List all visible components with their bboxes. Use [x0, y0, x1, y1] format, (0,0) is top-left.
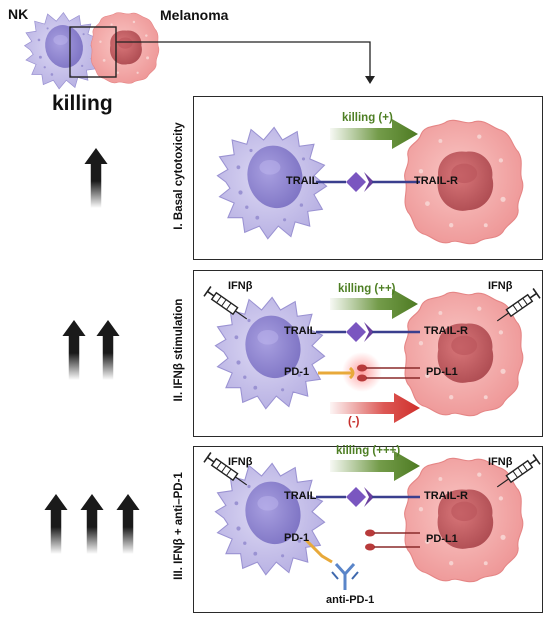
trail-label-1: TRAIL — [286, 175, 319, 187]
trail-ligand-1 — [346, 172, 366, 192]
melanoma-label: Melanoma — [160, 7, 229, 23]
ifn-left-label-3: IFNβ — [228, 456, 253, 468]
pd1-label-3: PD-1 — [284, 532, 310, 544]
up-arrow-icon — [96, 320, 120, 380]
pd1-stalk-3 — [304, 538, 333, 564]
trail-r-label-2: TRAIL-R — [424, 325, 468, 337]
ifn-left-label-2: IFNβ — [228, 280, 253, 292]
killing-arrow-2 — [330, 289, 418, 319]
killing-label-3: killing (+++) — [336, 445, 401, 457]
ifn-right-label-2: IFNβ — [488, 280, 513, 292]
killing-arrow-3 — [330, 451, 420, 481]
trail-r-label-3: TRAIL-R — [424, 490, 468, 502]
killing-label-1: killing (+) — [342, 112, 393, 124]
pdl1-lobe-3b — [365, 543, 375, 551]
antibody-icon — [331, 562, 359, 590]
arrow-group-3 — [44, 494, 140, 554]
panel-1-side-label: I. Basal cytotoxicity — [173, 122, 185, 230]
pdl1-label-3: PD-L1 — [426, 533, 458, 545]
pdl1-label-2: PD-L1 — [426, 366, 458, 378]
pd1-label-2: PD-1 — [284, 366, 310, 378]
antibody-label-3: anti-PD-1 — [326, 594, 375, 606]
trail-label-3: TRAIL — [284, 490, 317, 502]
trail-r-label-1: TRAIL-R — [414, 175, 458, 187]
killing-heading: killing — [52, 92, 113, 115]
up-arrow-icon — [62, 320, 86, 380]
header-melanoma-cell — [90, 12, 160, 84]
trail-ligand-3 — [346, 487, 366, 507]
arrow-group-2 — [62, 320, 120, 380]
killing-label-2: killing (++) — [338, 283, 396, 295]
pdl1-lobe-3a — [365, 529, 375, 537]
header-illustration — [24, 12, 375, 90]
arrow-group-1 — [84, 148, 108, 208]
panel-ifn-anti-pd1 — [193, 446, 543, 613]
inhibition-arrow-2 — [330, 393, 420, 423]
zoom-connector-arrowhead — [365, 76, 375, 84]
trail-receptor-head-2 — [364, 322, 374, 342]
up-arrow-icon — [80, 494, 104, 554]
panel-2-side-label: II. IFNβ stimulation — [173, 298, 185, 402]
ifn-right-label-3: IFNβ — [488, 456, 513, 468]
pd1-pdl1-glow — [342, 352, 382, 392]
panel-3-side-label: III. IFNβ + anti–PD-1 — [173, 472, 185, 580]
up-arrow-icon — [116, 494, 140, 554]
zoom-box — [69, 26, 117, 78]
trail-ligand-2 — [346, 322, 366, 342]
up-arrow-icon — [84, 148, 108, 208]
trail-label-2: TRAIL — [284, 325, 317, 337]
panel-2-graphics — [203, 285, 541, 423]
inhibition-label-2: (-) — [348, 416, 360, 428]
pdl1-lobe-2b — [357, 374, 367, 382]
killing-arrow-1 — [330, 119, 418, 149]
panel-basal-cytotoxicity — [193, 96, 543, 260]
zoom-connector-line — [116, 41, 371, 78]
up-arrow-icon — [44, 494, 68, 554]
pd1-head-2 — [348, 366, 355, 380]
trail-receptor-head-1 — [364, 172, 374, 192]
panel-ifn-stimulation — [193, 270, 543, 437]
nk-label: NK — [8, 6, 29, 22]
panel-1-graphics — [216, 119, 524, 245]
pdl1-lobe-2a — [357, 364, 367, 372]
panel-3-graphics — [203, 451, 541, 590]
trail-receptor-head-3 — [364, 487, 374, 507]
